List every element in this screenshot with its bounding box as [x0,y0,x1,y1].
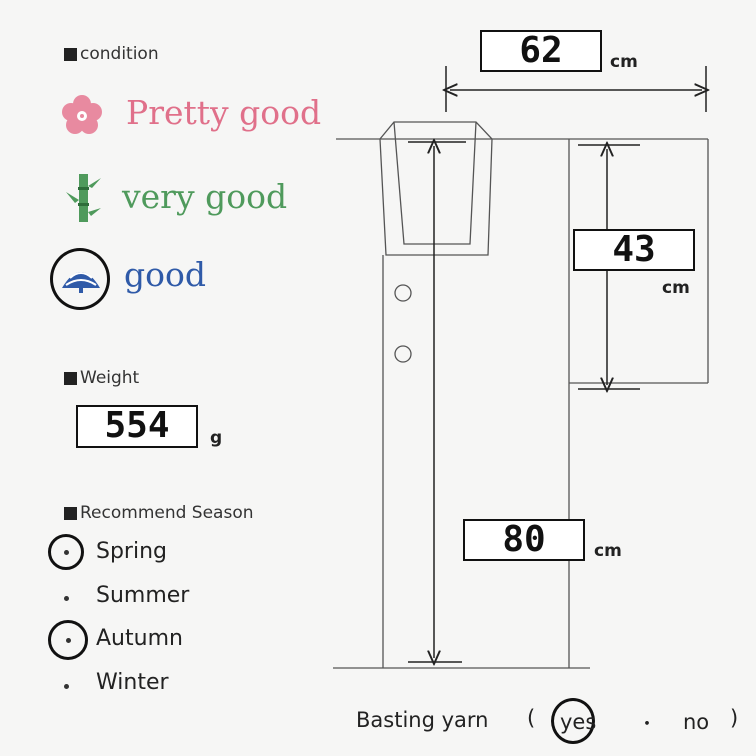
basting-close-paren: ) [730,706,739,730]
sleeve-length-unit: cm [662,278,690,298]
sleeve-width-unit: cm [610,52,638,72]
button-circle [394,284,412,302]
basting-separator: ・ [638,714,656,735]
basting-yes-label: yes [560,710,597,734]
selected-circle-mark [50,248,110,310]
pine-icon [62,272,100,293]
condition-heading: condition [64,44,159,64]
summer-bullet [64,596,69,601]
yes-selected-circle [551,698,595,744]
condition-pretty-good-label: Pretty good [126,93,322,132]
season-autumn-label: Autumn [96,626,183,651]
season-heading: Recommend Season [64,503,254,523]
heading-square-icon [64,47,77,61]
weight-unit: g [210,428,223,448]
season-spring-label: Spring [96,539,167,564]
spring-bullet [64,550,69,555]
season-heading-label: Recommend Season [80,503,254,523]
heading-square-icon [64,371,77,385]
bamboo-icon [66,174,101,222]
season-winter-label: Winter [96,670,169,695]
condition-good-label: good [124,255,206,294]
season-summer-label: Summer [96,583,190,608]
weight-heading: Weight [64,368,139,388]
collar-inner-outline [393,121,477,245]
basting-yarn-label: Basting yarn [356,708,489,732]
basting-open-paren: ( [527,706,536,730]
weight-heading-label: Weight [80,368,140,388]
autumn-selected-circle [48,620,88,660]
heading-square-icon [64,506,77,520]
winter-bullet [64,684,69,689]
condition-very-good-label: very good [122,177,288,216]
basting-no-label: no [683,710,710,734]
button-circle [394,345,412,363]
weight-value-box: 554 [76,405,198,448]
condition-heading-label: condition [80,44,159,64]
sleeve-width-box: 62 [480,30,602,72]
spring-selected-circle [48,534,84,570]
autumn-bullet [66,638,71,643]
length-box: 80 [463,519,585,561]
sleeve-length-box: 43 [573,229,695,271]
length-unit: cm [594,541,622,561]
plum-blossom-icon [62,95,102,134]
